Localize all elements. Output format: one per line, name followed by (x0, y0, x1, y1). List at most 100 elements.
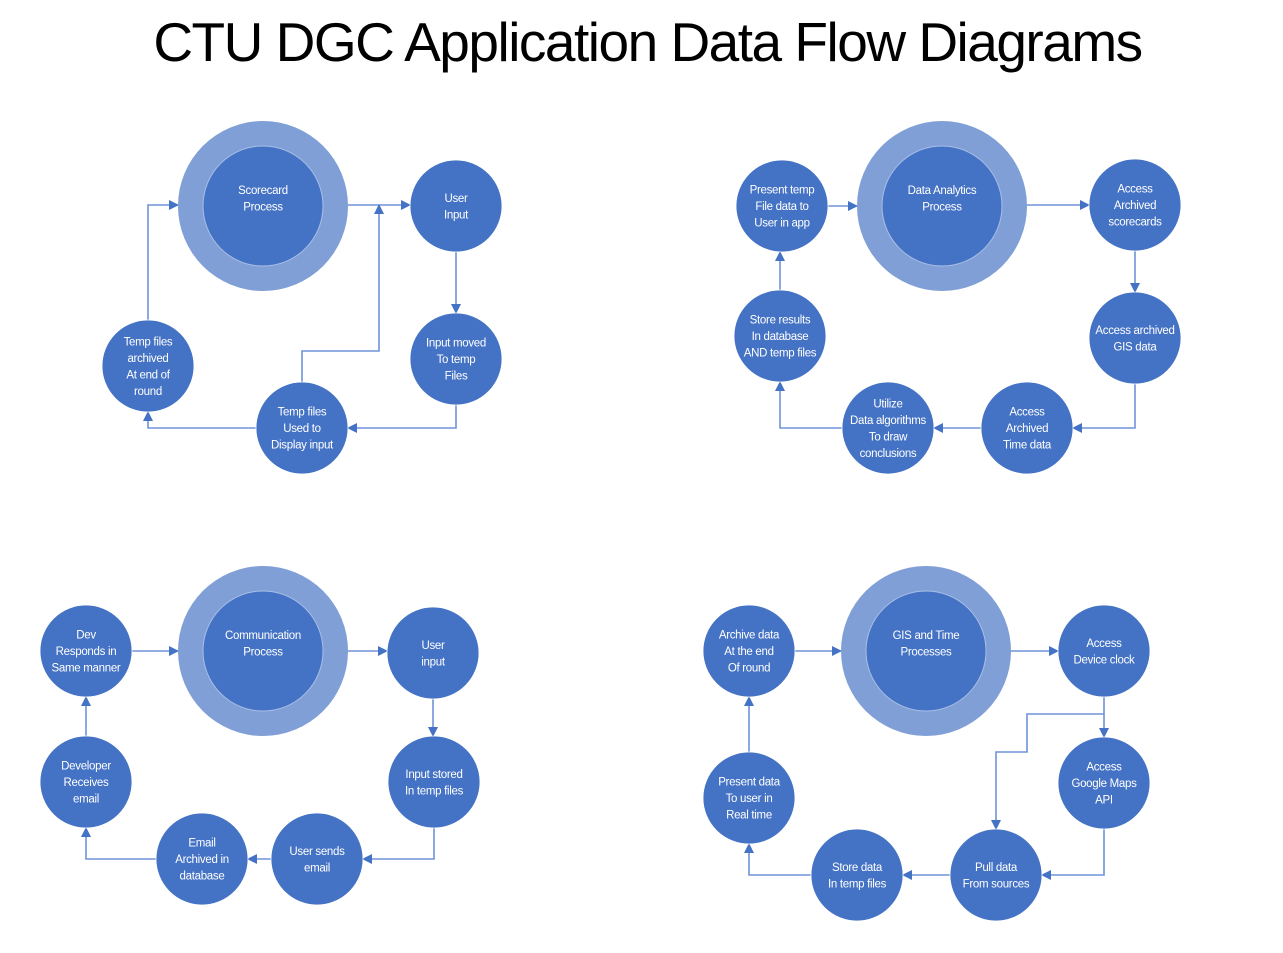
flow-node-label-line: Store results (750, 315, 811, 327)
flow-node-label-line: input (421, 656, 446, 668)
flow-node-label-line: From sources (963, 878, 1030, 890)
flow-node-circle (39, 604, 133, 698)
flow-node-circle (387, 735, 481, 829)
arrow-temp-used-to-archived (143, 411, 256, 429)
flow-node-label-line: Of round (728, 663, 770, 675)
flow-node-label-line: In temp files (405, 785, 464, 797)
process-core (865, 590, 987, 712)
process-label-line: Communication (225, 630, 301, 642)
flow-node-label-line: To user in (726, 793, 773, 805)
arrow-email-archived-to-dev-receives (81, 827, 156, 860)
flow-node-label-line: In database (752, 331, 809, 343)
flow-node-label-line: conclusions (860, 448, 917, 460)
flow-node-circle (1057, 604, 1151, 698)
page-title: CTU DGC Application Data Flow Diagrams (153, 11, 1143, 73)
flow-node-circle (702, 751, 796, 845)
flow-node-circle (733, 289, 827, 383)
diagram-analytics: Data AnalyticsProcessAccessArchivedscore… (733, 121, 1182, 475)
flow-node-label-line: Pull data (975, 862, 1018, 874)
flow-node-circle (386, 606, 480, 700)
flow-node-label-line: Receives (64, 777, 109, 789)
flow-node-label-line: scorecards (1108, 217, 1162, 229)
flow-node-label-line: At end of (126, 369, 170, 381)
arrow-input-stored-to-user-sends (362, 828, 435, 864)
flow-node-label-line: To temp (437, 354, 476, 366)
flow-node-label-line: Temp files (278, 407, 327, 419)
flow-node-label-line: AND temp files (744, 348, 817, 360)
process-label-line: Data Analytics (908, 185, 977, 197)
flow-node-label-line: Present temp (750, 185, 815, 197)
flow-node-label-line: round (134, 386, 162, 398)
flow-node-circle (101, 319, 195, 413)
flow-node-label-line: User (421, 640, 445, 652)
arrow-utilize-to-store (775, 381, 842, 429)
arrow-gis-to-time (1072, 384, 1136, 433)
flow-node-circle (255, 381, 349, 475)
flow-node-label-line: Google Maps (1071, 778, 1137, 790)
flow-node-label-line: Email (188, 838, 215, 850)
flow-node-label-line: email (73, 794, 99, 806)
flow-node-label-line: GIS data (1114, 341, 1158, 353)
flow-node-circle (735, 159, 829, 253)
flow-node-label-line: File data to (755, 201, 808, 213)
flow-node-input-stored: Input stored In temp files (387, 735, 481, 829)
flow-node-circle (980, 381, 1074, 475)
line-temp-used-to-user-input (301, 204, 384, 382)
process-label-line: Scorecard (238, 185, 288, 197)
arrow-input-moved-to-temp-used (347, 405, 457, 433)
process-label-line: Processes (901, 646, 953, 658)
flow-node-label-line: Input stored (405, 769, 462, 781)
flow-node-label-line: To draw (869, 431, 908, 443)
flow-node-label-line: Store data (832, 862, 883, 874)
flow-node-label-line: User in app (754, 218, 810, 230)
flow-node-label-line: Access (1086, 638, 1122, 650)
flow-node-label-line: Dev (76, 630, 96, 642)
process-core (202, 145, 324, 267)
flow-node-circle (1088, 158, 1182, 252)
flow-node-label-line: archived (127, 353, 168, 365)
flow-node-circle (810, 828, 904, 922)
flow-node-circle (1088, 291, 1182, 385)
flow-node-label-line: Files (445, 371, 468, 383)
arrow-device-clock-to-pull-data (991, 713, 1104, 830)
flow-node-circle (409, 312, 503, 406)
flow-node-label-line: Archive data (719, 630, 780, 642)
flow-node-label-line: Input (444, 209, 469, 221)
connectors-layer (81, 200, 1140, 880)
flow-node-label-line: Device clock (1074, 654, 1135, 666)
flow-node-circle (155, 812, 249, 906)
flow-node-label-line: User sends (289, 846, 345, 858)
flow-node-label-line: Access archived (1095, 325, 1174, 337)
flow-node-label-line: Access (1117, 184, 1153, 196)
flow-node-label-line: Input moved (426, 338, 486, 350)
flow-node-label-line: Same manner (52, 663, 121, 675)
flow-node-circle (949, 828, 1043, 922)
flow-node-label-line: Archived (1006, 423, 1048, 435)
flow-node-circle (39, 735, 133, 829)
flow-node-label-line: Display input (271, 440, 334, 452)
process-core (881, 145, 1003, 267)
flow-node-circle (702, 604, 796, 698)
flow-node-label-line: database (180, 871, 225, 883)
